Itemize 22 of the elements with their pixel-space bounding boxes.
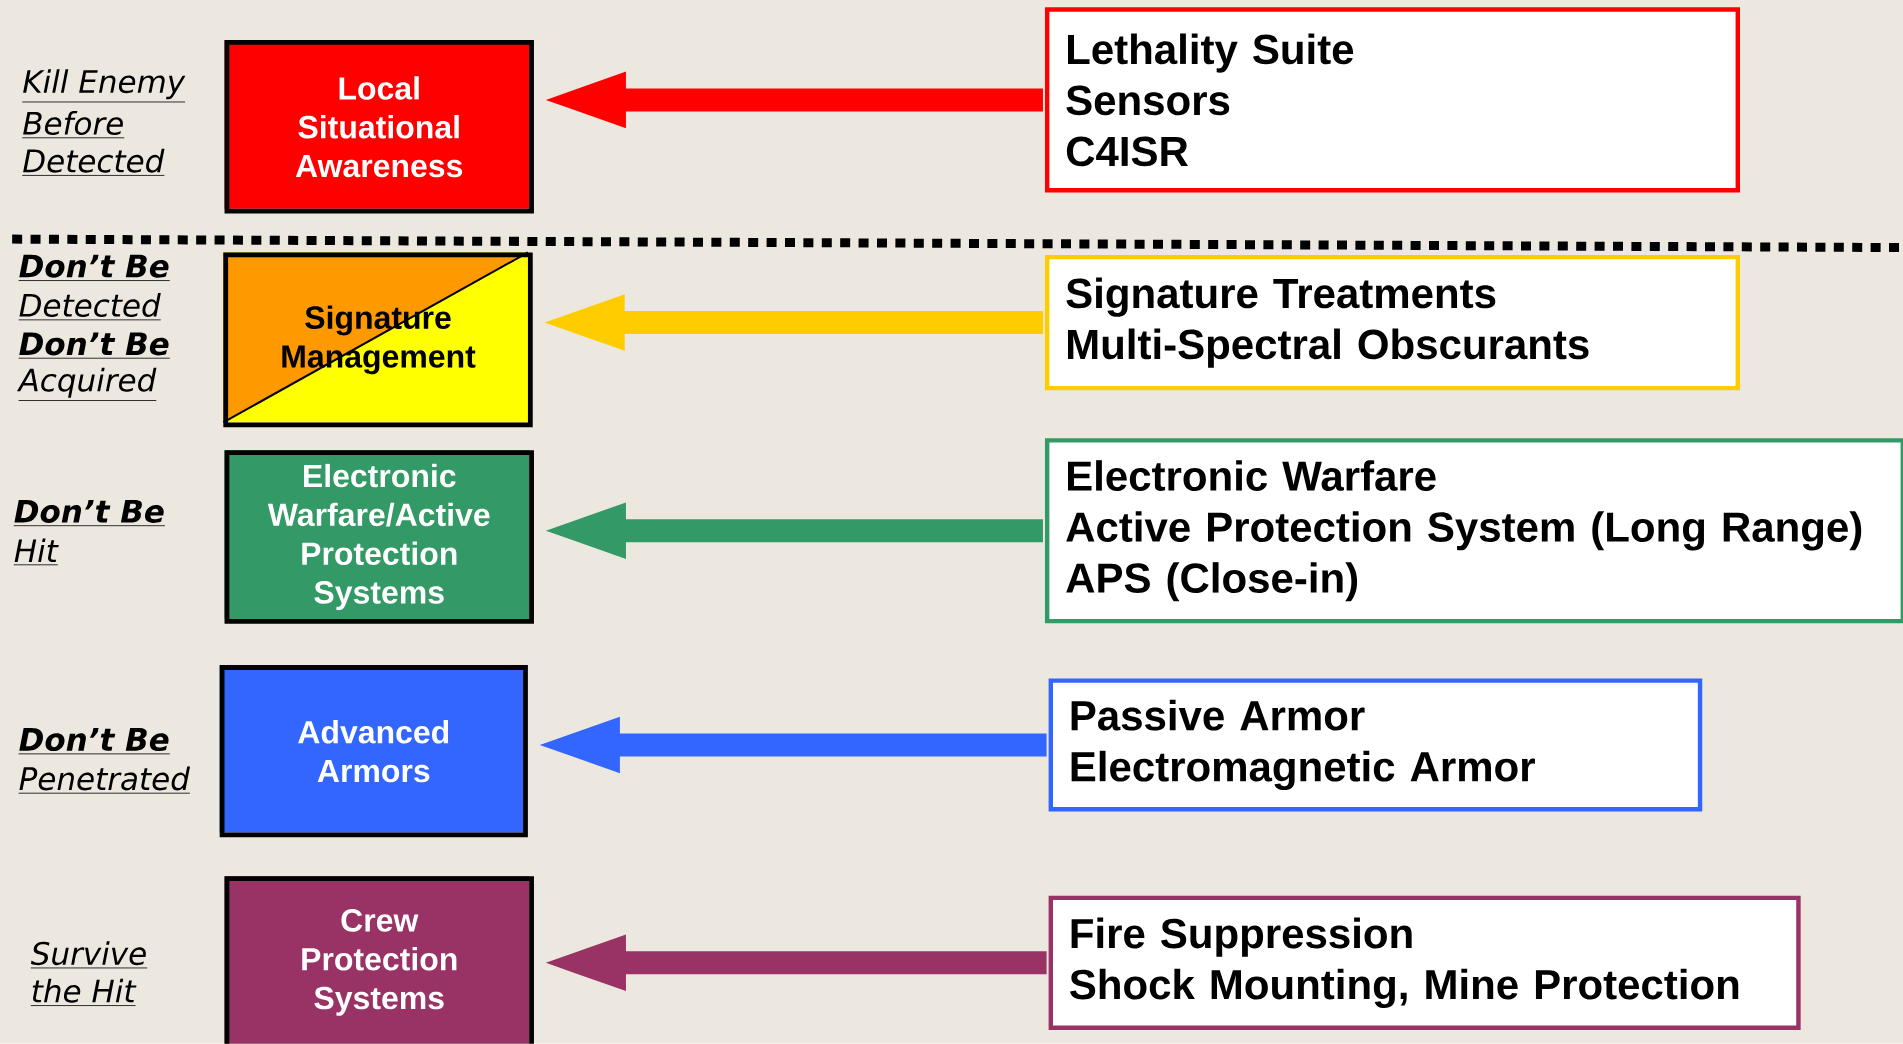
text-box: Lethality Suite Sensors C4ISR — [1044, 7, 1740, 193]
side-label: Detected — [18, 293, 162, 321]
side-label: Penetrated — [18, 766, 191, 794]
process-box: Electronic Warfare/Active Protection Systems — [224, 450, 534, 624]
side-label: Don’t Be — [13, 500, 166, 527]
side-label: Acquired — [16, 367, 157, 402]
side-label: Kill Enemy — [21, 69, 186, 103]
process-box: Advanced Armors — [219, 665, 528, 838]
text-box: Electronic Warfare Active Protection System (Long Range) APS (Close-in) — [1044, 438, 1903, 624]
side-label: Hit — [13, 538, 59, 566]
side-label: Detected — [21, 148, 165, 176]
side-label: Don’t Be — [18, 728, 171, 755]
side-label: the Hit — [30, 978, 137, 1007]
process-box: Local Situational Awareness — [224, 40, 534, 214]
text-box: Fire Suppression Shock Mounting, Mine Protection — [1048, 895, 1801, 1030]
text-box: Signature Treatments Multi-Spectral Obscurants — [1044, 255, 1740, 391]
side-label: Before — [21, 111, 125, 139]
text-box: Passive Armor Electromagnetic Armor — [1048, 678, 1703, 812]
side-label: Don’t Be — [18, 332, 171, 359]
side-label: Survive — [30, 941, 148, 969]
side-label: Don’t Be — [18, 254, 171, 282]
process-box: Crew Protection Systems — [224, 876, 534, 1044]
